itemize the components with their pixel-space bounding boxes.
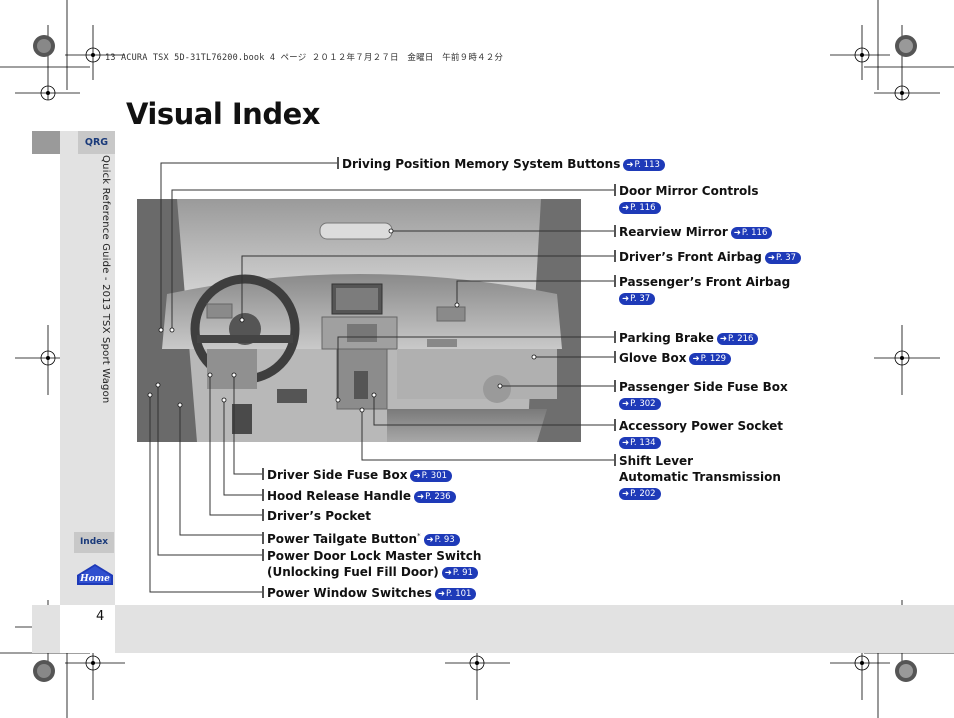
arrow-icon: ➜ [622, 399, 630, 409]
callout-label: Rearview Mirror [619, 225, 728, 239]
arrow-icon: ➜ [444, 568, 452, 578]
dashboard-illustration [137, 199, 581, 442]
arrow-icon: ➜ [437, 589, 445, 599]
page-ref-link[interactable]: ➜P. 37 [764, 252, 802, 264]
callout-drivers-pocket: Driver’s Pocket [262, 508, 371, 524]
sidebar [60, 131, 115, 605]
callout-power-door-lock-master-switch: Power Door Lock Master Switch (Unlocking … [262, 548, 481, 580]
page-ref-link[interactable]: ➜P. 216 [716, 333, 759, 345]
callout-drivers-front-airbag: Driver’s Front Airbag➜P. 37 [614, 249, 802, 265]
page-number: 4 [96, 609, 105, 624]
callout-label-line2: Automatic Transmission [619, 470, 781, 484]
arrow-icon: ➜ [413, 471, 421, 481]
callout-passengers-front-airbag: Passenger’s Front Airbag ➜P. 37 [614, 274, 790, 306]
page-ref-link[interactable]: ➜P. 236 [414, 491, 456, 503]
callout-label: Power Window Switches [267, 586, 432, 600]
callout-driving-position-memory: Driving Position Memory System Buttons➜P… [337, 156, 665, 172]
arrow-icon: ➜ [719, 334, 727, 344]
footnote-star: * [417, 532, 421, 540]
page-ref-link[interactable]: ➜P. 116 [730, 227, 773, 239]
index-tab[interactable]: Index [74, 532, 114, 553]
footer-page-box [60, 605, 115, 653]
callout-label-line2: (Unlocking Fuel Fill Door) [267, 565, 439, 579]
callout-passenger-side-fuse-box: Passenger Side Fuse Box ➜P. 302 [614, 379, 788, 411]
page-ref-link[interactable]: ➜P. 116 [619, 202, 661, 214]
callout-driver-side-fuse-box: Driver Side Fuse Box➜P. 301 [262, 467, 453, 483]
callout-label: Power Door Lock Master Switch [267, 549, 482, 563]
page-ref-link[interactable]: ➜P. 129 [689, 353, 732, 365]
page-ref-link[interactable]: ➜P. 301 [410, 470, 453, 482]
callout-label: Power Tailgate Button [267, 532, 418, 546]
arrow-icon: ➜ [622, 203, 630, 213]
page-ref-link[interactable]: ➜P. 91 [441, 567, 478, 579]
callout-label: Driver’s Pocket [267, 509, 371, 523]
home-button[interactable]: Home [75, 562, 115, 587]
callout-label: Door Mirror Controls [619, 184, 759, 198]
page-ref-link[interactable]: ➜P. 202 [619, 488, 661, 500]
callout-rearview-mirror: Rearview Mirror➜P. 116 [614, 224, 773, 240]
home-label: Home [79, 574, 110, 584]
footer-band [32, 605, 954, 653]
arrow-icon: ➜ [417, 492, 425, 502]
page-ref-link[interactable]: ➜P. 93 [423, 534, 460, 546]
page-title: Visual Index [126, 97, 320, 131]
page-ref-link[interactable]: ➜P. 302 [619, 398, 661, 410]
arrow-icon: ➜ [426, 535, 434, 545]
callout-label: Driver’s Front Airbag [619, 250, 762, 264]
callout-hood-release-handle: Hood Release Handle➜P. 236 [262, 488, 456, 504]
arrow-icon: ➜ [622, 489, 630, 499]
arrow-icon: ➜ [626, 160, 634, 170]
arrow-icon: ➜ [622, 294, 630, 304]
callout-power-window-switches: Power Window Switches➜P. 101 [262, 585, 477, 601]
page-ref-link[interactable]: ➜P. 101 [434, 588, 477, 600]
home-icon: Home [77, 564, 113, 585]
page-ref-link[interactable]: ➜P. 37 [619, 293, 656, 305]
callout-glove-box: Glove Box➜P. 129 [614, 350, 732, 366]
callout-label: Driver Side Fuse Box [267, 468, 408, 482]
callout-label: Accessory Power Socket [619, 419, 783, 433]
callout-label: Passenger’s Front Airbag [619, 275, 791, 289]
callout-label: Parking Brake [619, 331, 714, 345]
callout-parking-brake: Parking Brake➜P. 216 [614, 330, 759, 346]
section-label: Quick Reference Guide - 2013 TSX Sport W… [100, 155, 111, 404]
arrow-icon: ➜ [622, 438, 630, 448]
page-ref-link[interactable]: ➜P. 113 [623, 159, 665, 171]
callout-label: Driving Position Memory System Buttons [342, 157, 621, 171]
callout-label: Glove Box [619, 351, 687, 365]
arrow-icon: ➜ [767, 253, 776, 263]
print-info-header: 13 ACURA TSX 5D-31TL76200.book 4 ページ ２０１… [105, 53, 504, 63]
callout-door-mirror-controls: Door Mirror Controls ➜P. 116 [614, 183, 759, 215]
arrow-icon: ➜ [692, 354, 700, 364]
arrow-icon: ➜ [733, 228, 741, 238]
qrg-tab[interactable]: QRG [78, 131, 115, 154]
callout-accessory-power-socket: Accessory Power Socket ➜P. 134 [614, 418, 783, 450]
callout-label: Passenger Side Fuse Box [619, 380, 788, 394]
callout-label: Shift Lever [619, 454, 694, 468]
callout-label: Hood Release Handle [267, 489, 412, 503]
page-ref-link[interactable]: ➜P. 134 [619, 437, 661, 449]
callout-power-tailgate-button: Power Tailgate Button*➜P. 93 [262, 528, 460, 547]
